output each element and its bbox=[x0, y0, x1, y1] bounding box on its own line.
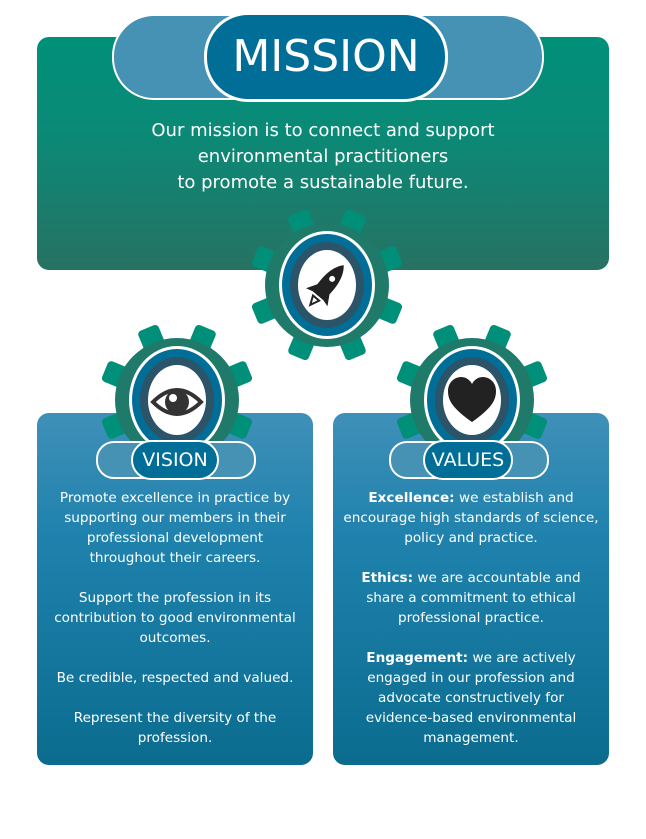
rocket-icon bbox=[305, 265, 344, 307]
mission-line: Our mission is to connect and support bbox=[151, 120, 495, 141]
mission-line: environmental practitioners bbox=[197, 146, 449, 167]
value-term: Excellence: bbox=[368, 490, 455, 506]
values-title: VALUES bbox=[423, 440, 513, 480]
heart-icon bbox=[448, 377, 496, 422]
mission-statement: Our mission is to connect and support en… bbox=[60, 118, 586, 196]
value-desc: we are actively engaged in our professio… bbox=[365, 650, 577, 746]
value-desc: we are accountable and share a commitmen… bbox=[366, 570, 581, 626]
vision-text: Promote excellence in practice by suppor… bbox=[47, 488, 303, 768]
value-term: Ethics: bbox=[361, 570, 414, 586]
mission-gear bbox=[251, 209, 403, 361]
values-text: Excellence: we establish and encourage h… bbox=[343, 488, 599, 768]
mission-title: MISSION bbox=[204, 12, 448, 102]
vision-title: VISION bbox=[131, 440, 219, 480]
vision-paragraph: Be credible, respected and valued. bbox=[56, 670, 294, 686]
vision-paragraph: Promote excellence in practice by suppor… bbox=[59, 490, 291, 566]
value-item: Ethics: we are accountable and share a c… bbox=[343, 568, 599, 628]
mission-line: to promote a sustainable future. bbox=[177, 172, 469, 193]
value-item: Excellence: we establish and encourage h… bbox=[343, 488, 599, 548]
eye-icon bbox=[150, 388, 204, 416]
value-desc: we establish and encourage high standard… bbox=[343, 490, 599, 546]
value-term: Engagement: bbox=[366, 650, 469, 666]
values-gear bbox=[396, 324, 548, 476]
vision-paragraph: Represent the diversity of the professio… bbox=[73, 710, 277, 746]
vision-paragraph: Support the profession in its contributi… bbox=[54, 590, 296, 646]
value-item: Engagement: we are actively engaged in o… bbox=[343, 648, 599, 748]
